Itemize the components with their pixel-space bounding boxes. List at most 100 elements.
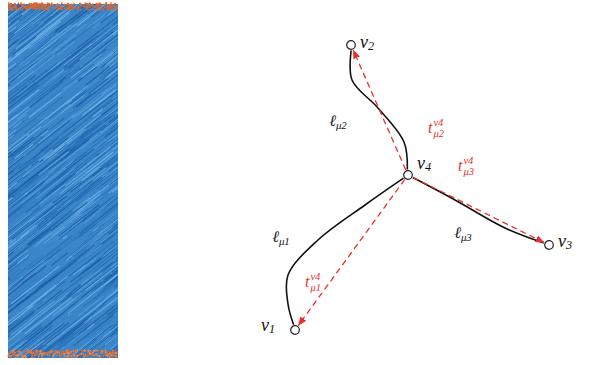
fiber-end-speck xyxy=(12,9,14,11)
graph-vertex: ν4 xyxy=(403,170,413,180)
fiber-strand xyxy=(64,304,118,346)
fiber-end-speck xyxy=(106,351,108,353)
fiber-end-speck xyxy=(62,350,64,352)
fiber-strand xyxy=(8,164,21,207)
fiber-end-speck xyxy=(34,354,36,356)
fiber-strand xyxy=(116,82,118,114)
fiber-end-speck xyxy=(73,354,75,356)
segment-label: ℓμ2 xyxy=(328,111,348,134)
fiber-strand xyxy=(63,116,111,154)
fiber-end-speck xyxy=(35,7,37,9)
fiber-end-speck xyxy=(25,353,27,355)
fiber-strand xyxy=(81,4,117,8)
fiber-end-speck xyxy=(90,354,92,356)
fiber-strand xyxy=(63,67,81,81)
fiber-end-speck xyxy=(34,350,36,352)
fiber-strand xyxy=(99,25,118,51)
tangent-arrow xyxy=(413,177,544,242)
fiber-end-speck xyxy=(105,2,107,4)
fiber-end-speck xyxy=(33,5,35,7)
fiber-strand xyxy=(107,4,118,16)
fiber-strand xyxy=(106,65,118,79)
fiber-strand xyxy=(8,65,25,86)
fiber-end-speck xyxy=(36,349,38,351)
fiber-end-speck xyxy=(114,6,116,8)
fiber-strand xyxy=(15,13,69,55)
fiber-strand xyxy=(8,332,21,358)
fiber-end-speck xyxy=(99,9,101,11)
fiber-end-speck xyxy=(106,352,108,354)
fiber-strand xyxy=(37,185,92,228)
fiber-end-speck xyxy=(88,4,90,6)
fiber-end-speck xyxy=(49,4,51,6)
fiber-end-speck xyxy=(80,349,82,351)
fiber-strand xyxy=(8,320,29,354)
fiber-strand xyxy=(30,310,56,330)
fiber-strand xyxy=(22,320,76,358)
tangent-arrow xyxy=(353,50,406,170)
fiber-end-speck xyxy=(41,350,43,352)
fiber-end-speck xyxy=(58,350,60,352)
segment-curve xyxy=(350,50,407,169)
fiber-strand xyxy=(8,207,22,220)
fiber-end-speck xyxy=(22,8,24,10)
fiber-end-speck xyxy=(9,7,11,9)
fiber-end-speck xyxy=(103,356,105,358)
graph-vertex: ν2 xyxy=(346,40,356,50)
fiber-strand xyxy=(74,244,90,257)
fiber-end-speck xyxy=(110,4,112,6)
fiber-end-speck xyxy=(115,356,117,358)
fiber-strand xyxy=(34,330,72,358)
fiber-end-speck xyxy=(15,354,17,356)
fiber-end-speck xyxy=(93,5,95,7)
fiber-end-speck xyxy=(55,6,57,8)
fiber-strand xyxy=(101,94,118,131)
fiber-end-speck xyxy=(10,355,12,357)
tangent-label: tν4μ2 xyxy=(427,117,445,139)
fiber-strand xyxy=(89,4,117,14)
tangent-arrow xyxy=(298,179,405,325)
fiber-end-speck xyxy=(101,7,103,9)
fiber-strand xyxy=(49,134,98,172)
fiber-end-speck xyxy=(113,5,115,7)
fiber-end-speck xyxy=(8,352,10,354)
fiber-end-speck xyxy=(73,355,75,357)
fiber-strand xyxy=(37,275,73,303)
fiber-end-speck xyxy=(99,9,101,11)
fiber-strand xyxy=(8,117,48,154)
fiber-end-speck xyxy=(115,7,117,9)
fiber-end-speck xyxy=(103,353,105,355)
fiber-end-speck xyxy=(44,5,46,7)
fiber-strand xyxy=(12,216,68,260)
fiber-end-speck xyxy=(21,9,23,11)
fiber-end-speck xyxy=(64,4,66,6)
fiber-end-speck xyxy=(70,351,72,353)
fiber-strand xyxy=(8,76,14,114)
fiber-end-speck xyxy=(12,7,14,9)
fiber-end-speck xyxy=(73,3,75,5)
fiber-end-speck xyxy=(41,4,43,6)
fiber-end-speck xyxy=(89,350,91,352)
fiber-strand xyxy=(8,107,29,139)
fiber-end-speck xyxy=(76,355,78,357)
fiber-end-speck xyxy=(57,7,59,9)
fiber-end-speck xyxy=(96,9,98,11)
fiber-end-speck xyxy=(13,355,15,357)
fiber-strand xyxy=(110,292,118,337)
fiber-strand xyxy=(8,326,52,358)
fiber-strand xyxy=(22,136,44,153)
fiber-end-speck xyxy=(49,355,51,357)
fiber-strand xyxy=(28,72,50,89)
fiber-strand xyxy=(106,135,118,167)
fiber-strand xyxy=(60,4,92,5)
fiber-end-speck xyxy=(48,4,50,6)
fiber-end-speck xyxy=(20,2,22,4)
fiber-strand xyxy=(96,209,118,248)
fiber-strand xyxy=(86,336,118,358)
fiber-end-speck xyxy=(83,356,85,358)
fiber-strand xyxy=(53,292,82,315)
fiber-end-speck xyxy=(48,3,50,5)
fiber-strand xyxy=(8,4,20,18)
fiber-end-speck xyxy=(78,354,80,356)
